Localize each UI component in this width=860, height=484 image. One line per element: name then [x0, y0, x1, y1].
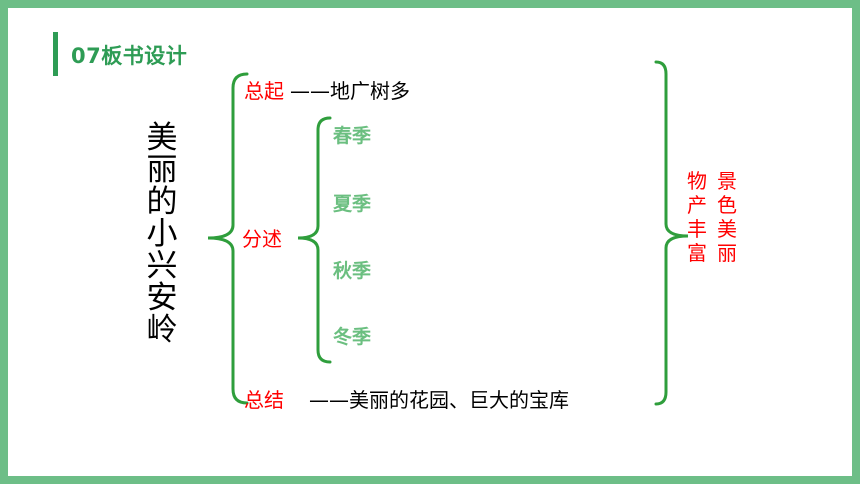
summary-scenery-beautiful: 景色美丽 — [717, 169, 737, 265]
right-brace — [654, 60, 689, 406]
lesson-topic: 美丽的小兴安岭 — [146, 120, 178, 348]
summary-products-rich: 物产丰富 — [687, 169, 707, 265]
conclusion-text: ——美丽的花园、巨大的宝库 — [309, 388, 569, 412]
intro-label: 总起 — [244, 79, 284, 103]
season-spring: 春季 — [333, 125, 372, 147]
season-winter: 冬季 — [333, 326, 372, 348]
title-accent-bar — [53, 32, 58, 76]
page-title: 07板书设计 — [71, 44, 188, 68]
slide-canvas — [8, 8, 852, 476]
season-autumn: 秋季 — [333, 260, 372, 282]
season-brace — [297, 116, 332, 364]
season-summer: 夏季 — [333, 193, 372, 215]
conclusion-label: 总结 — [244, 388, 284, 412]
main-left-brace — [207, 72, 249, 405]
intro-text: ——地广树多 — [290, 79, 410, 103]
body-label: 分述 — [242, 227, 282, 251]
